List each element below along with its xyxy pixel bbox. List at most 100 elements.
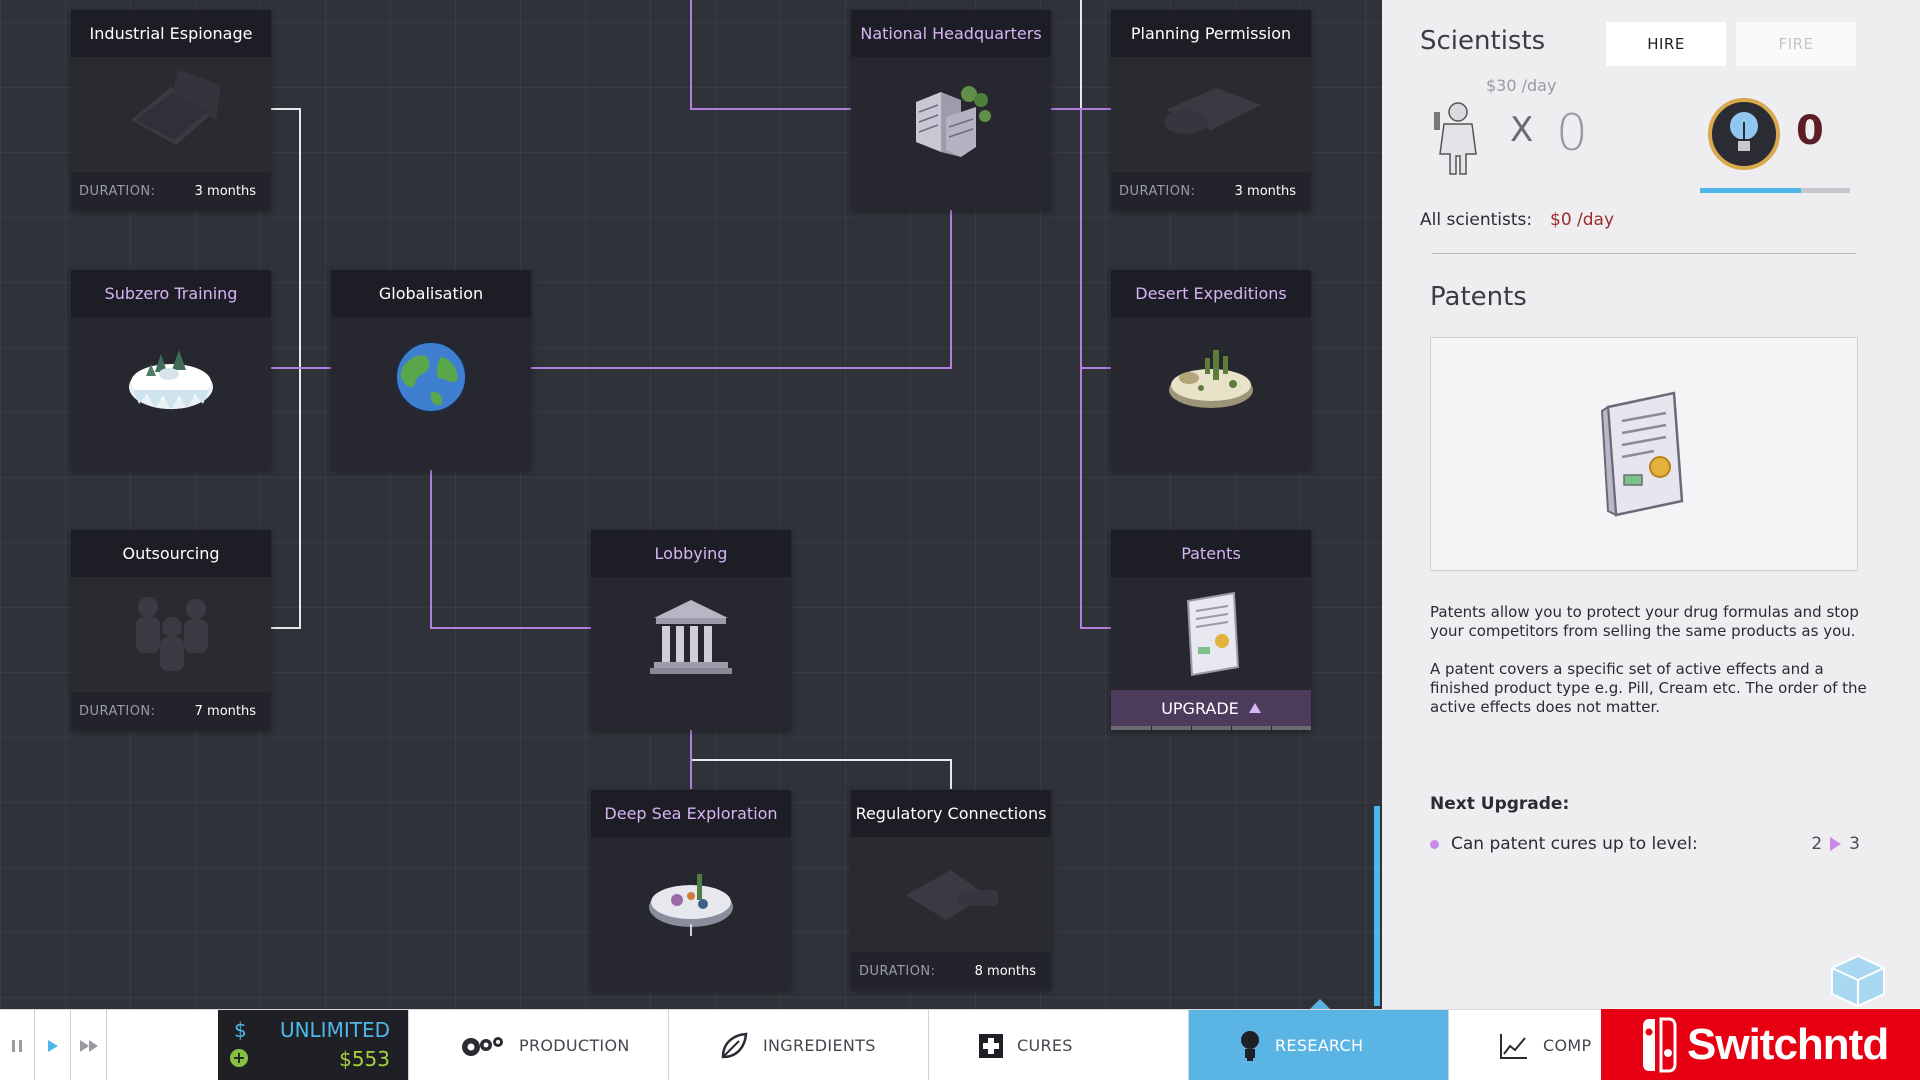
office-building-icon: [851, 57, 1051, 177]
duration-footer: DURATION: 8 months: [851, 952, 1051, 990]
tab-research[interactable]: RESEARCH: [1188, 1010, 1448, 1080]
research-progress-bar: [1700, 188, 1850, 193]
patents-description-1: Patents allow you to protect your drug f…: [1430, 603, 1859, 640]
next-upgrade-title: Next Upgrade:: [1430, 794, 1570, 814]
tab-companies[interactable]: COMP: [1448, 1010, 1708, 1080]
laptop-icon: [71, 57, 271, 162]
arrow-right-icon: [1830, 837, 1842, 851]
research-node-regulatory-connections[interactable]: Regulatory Connections DURATION: 8 month…: [851, 790, 1051, 990]
tab-ingredients[interactable]: INGREDIENTS: [668, 1010, 928, 1080]
duration-footer: DURATION: 3 months: [1111, 172, 1311, 210]
research-node-planning-permission[interactable]: Planning Permission DURATION: 3 months: [1111, 10, 1311, 210]
duration-footer: DURATION: 3 months: [71, 172, 271, 210]
research-node-lobbying[interactable]: Lobbying: [591, 530, 791, 730]
duration-value: 7 months: [194, 703, 256, 719]
research-tree: Industrial Espionage DURATION: 3 months …: [0, 0, 1382, 1009]
multiply-sign: X: [1510, 110, 1534, 150]
connector-line: [430, 468, 591, 629]
research-node-patents[interactable]: Patents UPGRADE: [1111, 530, 1311, 730]
next-upgrade-item: Can patent cures up to level: 2 3: [1430, 834, 1860, 854]
level-from: 2: [1811, 834, 1823, 854]
tab-production[interactable]: PRODUCTION: [408, 1010, 668, 1080]
snow-island-icon: [71, 317, 271, 437]
scientist-rate: $30 /day: [1486, 76, 1557, 95]
node-title: Globalisation: [331, 270, 531, 317]
bullet-dot: [1430, 839, 1439, 849]
add-money-icon[interactable]: +: [230, 1049, 248, 1067]
arrow-up-icon: [1248, 703, 1261, 713]
node-title: Desert Expeditions: [1111, 270, 1311, 317]
tree-connections: [271, 0, 1111, 789]
fast-forward-icon: [80, 1039, 98, 1052]
balance-value: $553: [339, 1047, 390, 1071]
node-title: Deep Sea Exploration: [591, 790, 791, 837]
tab-label: INGREDIENTS: [763, 1036, 876, 1055]
globe-icon: [331, 317, 531, 437]
budget-value: UNLIMITED: [279, 1018, 390, 1042]
play-button[interactable]: [36, 1010, 71, 1080]
next-upgrade-text: Can patent cures up to level:: [1451, 834, 1698, 854]
research-side-panel: Scientists HIRE FIRE $30 /day X 0 0 All …: [1382, 0, 1920, 1009]
scrollbar[interactable]: [1374, 806, 1380, 1006]
connector-line: [531, 210, 952, 369]
research-node-globalisation[interactable]: Globalisation: [331, 270, 531, 470]
node-title: Regulatory Connections: [851, 790, 1051, 837]
research-node-subzero-training[interactable]: Subzero Training: [71, 270, 271, 470]
research-node-national-headquarters[interactable]: National Headquarters: [851, 10, 1051, 210]
patents-description-2: A patent covers a specific set of active…: [1430, 660, 1867, 716]
all-scientists-label: All scientists:: [1420, 210, 1533, 230]
duration-label: DURATION:: [859, 963, 936, 979]
gears-icon: [462, 1036, 503, 1056]
cube-icon[interactable]: [1826, 952, 1890, 1010]
government-building-icon: [591, 577, 791, 697]
pause-button[interactable]: [0, 1010, 35, 1080]
research-points-badge: [1708, 98, 1780, 170]
connector-line: [1080, 109, 1111, 629]
node-title: Lobbying: [591, 530, 791, 577]
fire-button[interactable]: FIRE: [1736, 22, 1856, 66]
level-to: 3: [1849, 834, 1860, 854]
hire-button[interactable]: HIRE: [1606, 22, 1726, 66]
tab-label: PRODUCTION: [519, 1036, 630, 1055]
pause-icon: [12, 1039, 22, 1052]
research-node-industrial-espionage[interactable]: Industrial Espionage DURATION: 3 months: [71, 10, 271, 210]
tab-label: RESEARCH: [1275, 1036, 1364, 1055]
scientist-count: 0: [1556, 104, 1588, 162]
level-change: 2 3: [1811, 834, 1860, 854]
duration-value: 8 months: [974, 963, 1036, 979]
upgrade-button[interactable]: UPGRADE: [1111, 690, 1311, 730]
desert-island-icon: [1111, 317, 1311, 437]
play-icon: [48, 1039, 58, 1052]
research-node-desert-expeditions[interactable]: Desert Expeditions: [1111, 270, 1311, 470]
research-node-deep-sea-exploration[interactable]: Deep Sea Exploration: [591, 790, 791, 990]
leaf-icon: [721, 1032, 748, 1058]
tab-cures[interactable]: CURES: [928, 1010, 1188, 1080]
duration-label: DURATION:: [79, 703, 156, 719]
research-points-count: 0: [1796, 108, 1824, 154]
active-tab-notch: [1310, 999, 1330, 1009]
patents-title: Patents: [1430, 282, 1527, 312]
node-title: Outsourcing: [71, 530, 271, 577]
money-display: $ UNLIMITED + $553: [218, 1010, 408, 1080]
divider: [1432, 253, 1856, 254]
all-scientists-cost: $0 /day: [1550, 210, 1615, 230]
duration-footer: DURATION: 7 months: [71, 692, 271, 730]
research-node-outsourcing[interactable]: Outsourcing DURATION: 7 months: [71, 530, 271, 730]
scientists-title: Scientists: [1420, 26, 1546, 56]
node-title: Subzero Training: [71, 270, 271, 317]
fast-forward-button[interactable]: [72, 1010, 107, 1080]
sea-island-icon: [591, 837, 791, 957]
lightbulb-icon: [1728, 110, 1760, 153]
console-logo-icon: [1643, 1017, 1677, 1072]
duration-label: DURATION:: [1119, 183, 1196, 199]
lightbulb-icon: [1241, 1030, 1259, 1061]
medical-cross-icon: [979, 1033, 1003, 1058]
patent-scroll-icon: [1111, 577, 1311, 690]
patent-scroll-icon: [1600, 391, 1684, 517]
connector-line: [691, 759, 952, 789]
tab-label: CURES: [1017, 1036, 1073, 1055]
upgrade-label: UPGRADE: [1161, 698, 1239, 718]
bottom-toolbar: $ UNLIMITED + $553 PRODUCTION INGREDIENT…: [0, 1009, 1920, 1080]
stamp-icon: [1111, 57, 1311, 162]
tab-label: COMP: [1543, 1036, 1592, 1055]
